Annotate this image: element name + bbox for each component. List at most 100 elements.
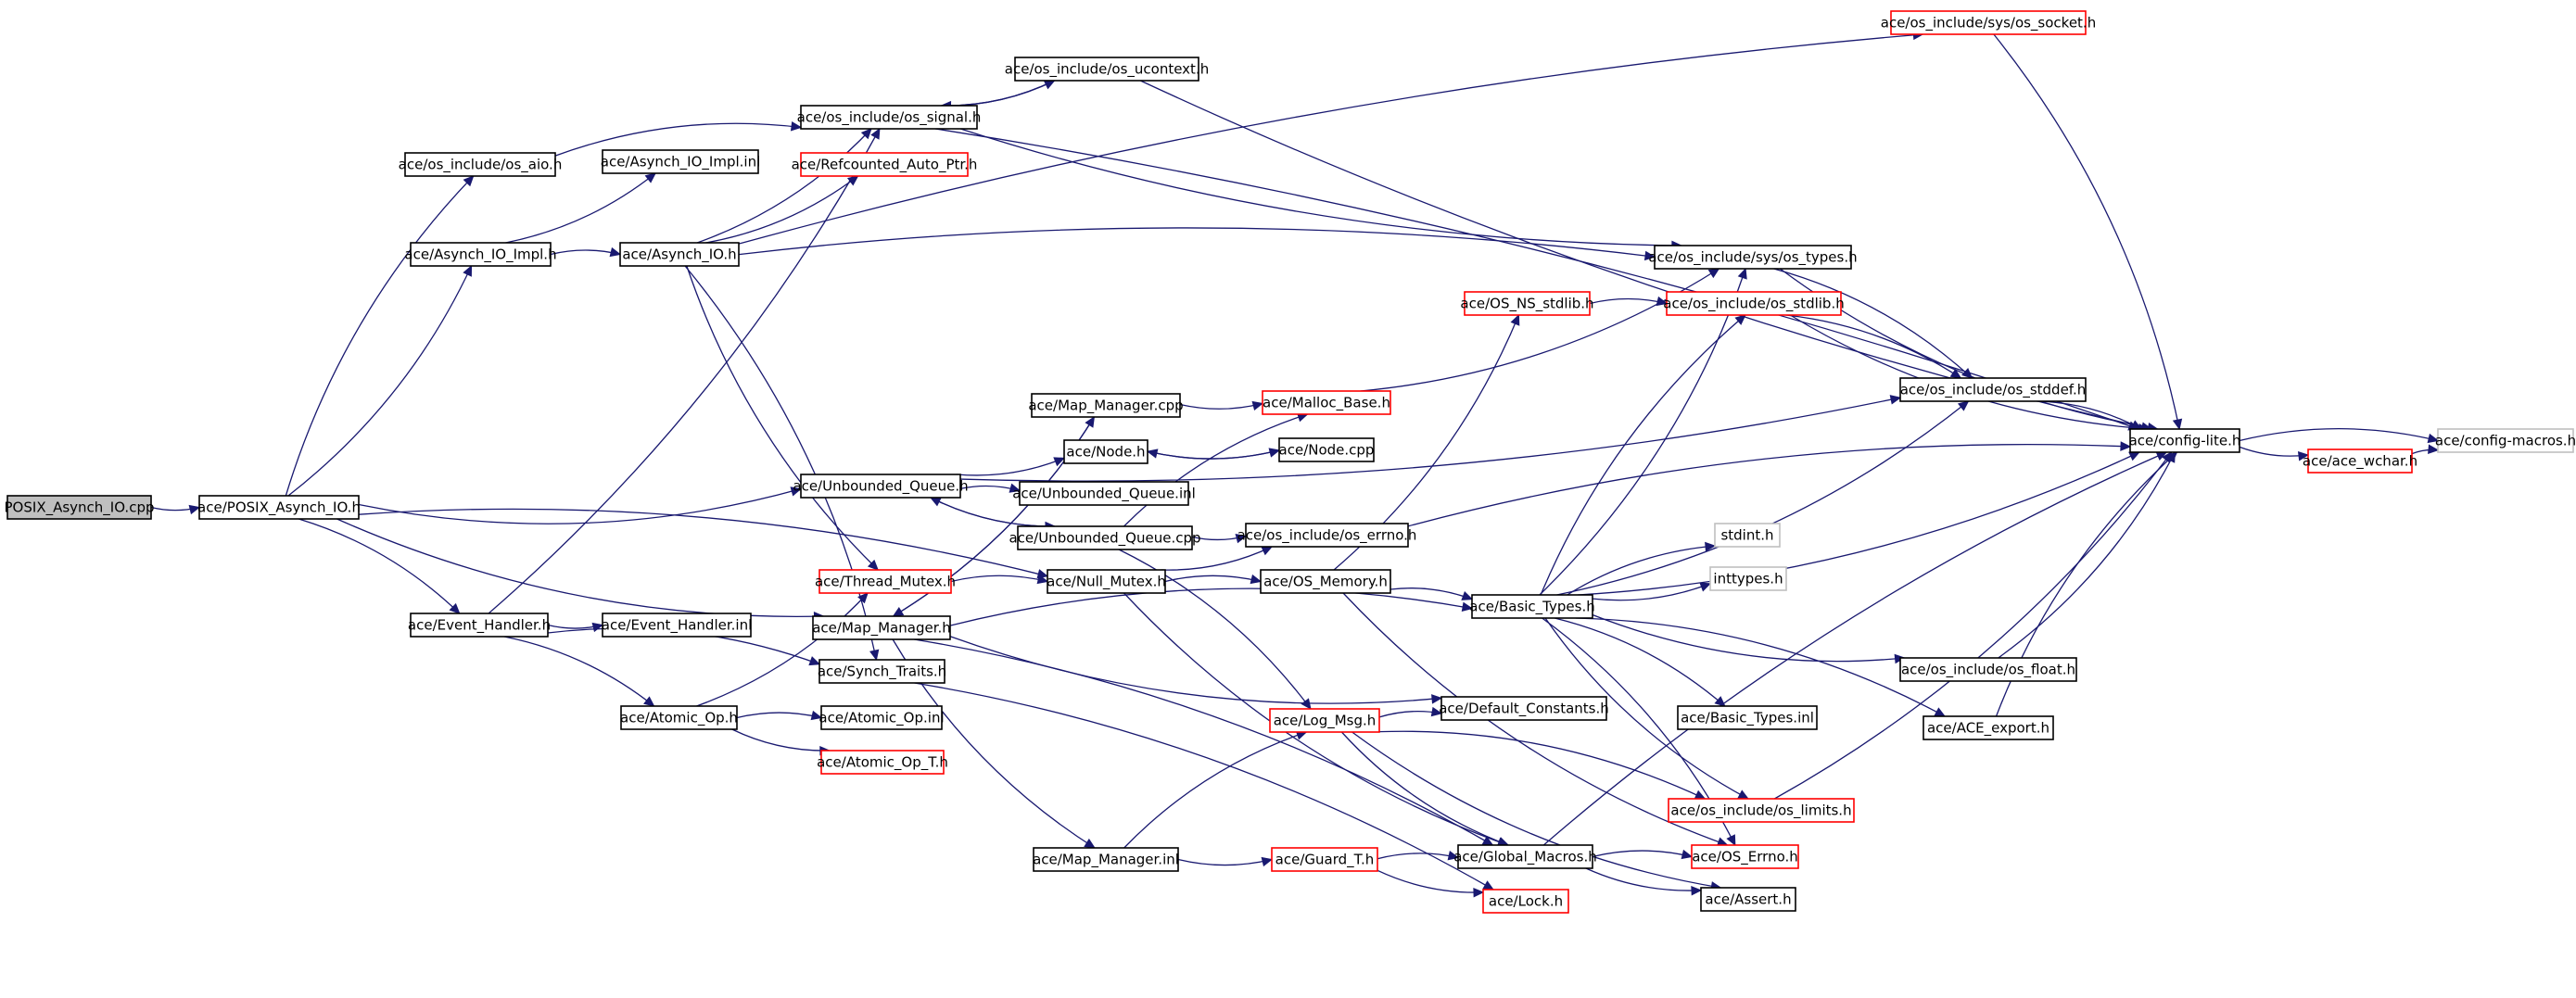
- node-box[interactable]: [1245, 523, 1409, 548]
- node-ace-export[interactable]: ace/ACE_export.h: [1922, 715, 2054, 740]
- node-box[interactable]: [820, 705, 943, 730]
- node-box[interactable]: [2129, 428, 2240, 453]
- node-box[interactable]: [1691, 844, 1799, 869]
- node-box[interactable]: [1047, 569, 1166, 594]
- node-map-manager-cpp[interactable]: ace/Map_Manager.cpp: [1028, 393, 1184, 418]
- node-refcounted[interactable]: ace/Refcounted_Auto_Ptr.h: [792, 152, 978, 177]
- node-box[interactable]: [1019, 481, 1189, 506]
- node-os-types[interactable]: ace/os_include/sys/os_types.h: [1648, 245, 1858, 270]
- node-os-errno[interactable]: ace/os_include/os_errno.h: [1237, 523, 1417, 548]
- node-box[interactable]: [410, 242, 552, 267]
- node-root[interactable]: POSIX_Asynch_IO.cpp: [5, 495, 155, 520]
- node-box[interactable]: [1677, 705, 1818, 730]
- node-os-limits[interactable]: ace/os_include/os_limits.h: [1668, 798, 1855, 823]
- node-box[interactable]: [820, 750, 945, 775]
- node-box[interactable]: [2437, 428, 2574, 453]
- node-os-ucontext[interactable]: ace/os_include/os_ucontext.h: [1005, 57, 1209, 82]
- node-box[interactable]: [1922, 715, 2054, 740]
- node-default-constants[interactable]: ace/Default_Constants.h: [1439, 696, 1609, 721]
- node-box[interactable]: [1666, 291, 1842, 316]
- node-os-signal[interactable]: ace/os_include/os_signal.h: [797, 105, 982, 130]
- node-ace-wchar[interactable]: ace/ace_wchar.h: [2303, 448, 2417, 474]
- node-box[interactable]: [2307, 448, 2413, 474]
- node-null-mutex[interactable]: ace/Null_Mutex.h: [1047, 569, 1166, 594]
- node-unbounded-queue-h[interactable]: ace/Unbounded_Queue.h: [793, 474, 969, 499]
- node-stdint[interactable]: stdint.h: [1714, 523, 1781, 548]
- node-box[interactable]: [1457, 844, 1593, 869]
- node-os-stddef[interactable]: ace/os_include/os_stddef.h: [1899, 377, 2087, 402]
- node-box[interactable]: [1260, 569, 1391, 594]
- node-basic-types-inl[interactable]: ace/Basic_Types.inl: [1677, 705, 1818, 730]
- node-box[interactable]: [1063, 439, 1148, 464]
- node-box[interactable]: [602, 149, 759, 174]
- node-box[interactable]: [800, 152, 969, 177]
- node-box[interactable]: [1654, 245, 1852, 270]
- node-box[interactable]: [800, 474, 961, 499]
- node-event-handler-inl[interactable]: ace/Event_Handler.inl: [602, 613, 753, 638]
- node-map-manager-inl[interactable]: ace/Map_Manager.inl: [1033, 847, 1179, 872]
- node-box[interactable]: [1899, 377, 2087, 402]
- node-basic-types-h[interactable]: ace/Basic_Types.h: [1469, 594, 1595, 619]
- node-node-cpp[interactable]: ace/Node.cpp: [1278, 437, 1375, 462]
- node-os-ns-stdlib[interactable]: ace/OS_NS_stdlib.h: [1460, 291, 1594, 316]
- node-box[interactable]: [812, 615, 951, 640]
- node-box[interactable]: [619, 242, 740, 267]
- node-box[interactable]: [6, 495, 152, 520]
- node-unbounded-queue-cpp[interactable]: ace/Unbounded_Queue.cpp: [1009, 525, 1201, 550]
- node-box[interactable]: [800, 105, 978, 130]
- node-malloc-base[interactable]: ace/Malloc_Base.h: [1262, 390, 1391, 415]
- node-box[interactable]: [1890, 10, 2087, 35]
- node-global-macros[interactable]: ace/Global_Macros.h: [1453, 844, 1597, 869]
- node-box[interactable]: [410, 613, 549, 638]
- node-box[interactable]: [404, 152, 556, 177]
- node-os-memory[interactable]: ace/OS_Memory.h: [1260, 569, 1391, 594]
- node-thread-mutex[interactable]: ace/Thread_Mutex.h: [815, 569, 956, 594]
- node-map-manager-h[interactable]: ace/Map_Manager.h: [812, 615, 951, 640]
- node-guard-t[interactable]: ace/Guard_T.h: [1271, 847, 1378, 872]
- node-box[interactable]: [1269, 708, 1380, 733]
- node-box[interactable]: [1031, 393, 1181, 418]
- node-unbounded-queue-inl[interactable]: ace/Unbounded_Queue.inl: [1012, 481, 1196, 506]
- node-asynch-io-h[interactable]: ace/Asynch_IO.h: [619, 242, 740, 267]
- node-box[interactable]: [818, 659, 945, 684]
- node-box[interactable]: [1464, 291, 1591, 316]
- node-os-aio[interactable]: ace/os_include/os_aio.h: [399, 152, 563, 177]
- node-os-float[interactable]: ace/os_include/os_float.h: [1899, 657, 2077, 682]
- node-synch-traits[interactable]: ace/Synch_Traits.h: [818, 659, 946, 684]
- node-atomic-op-h[interactable]: ace/Atomic_Op.h: [620, 705, 738, 730]
- node-config-lite[interactable]: ace/config-lite.h: [2129, 428, 2241, 453]
- node-log-msg[interactable]: ace/Log_Msg.h: [1269, 708, 1380, 733]
- node-os-stdlib[interactable]: ace/os_include/os_stdlib.h: [1663, 291, 1845, 316]
- node-box[interactable]: [1033, 847, 1179, 872]
- node-box[interactable]: [818, 569, 952, 594]
- node-box[interactable]: [1440, 696, 1607, 721]
- node-box[interactable]: [1709, 566, 1787, 591]
- node-os-errno-h[interactable]: ace/OS_Errno.h: [1691, 844, 1799, 869]
- node-box[interactable]: [1017, 525, 1193, 550]
- node-event-handler-h[interactable]: ace/Event_Handler.h: [408, 613, 551, 638]
- node-asynch-io-impl-inl[interactable]: ace/Asynch_IO_Impl.inl: [601, 149, 761, 174]
- node-box[interactable]: [620, 705, 738, 730]
- node-box[interactable]: [1014, 57, 1199, 82]
- node-posix-asynch-io-h[interactable]: ace/POSIX_Asynch_IO.h: [197, 495, 361, 520]
- node-box[interactable]: [1482, 889, 1569, 914]
- node-box[interactable]: [1700, 887, 1796, 912]
- node-atomic-op-t[interactable]: ace/Atomic_Op_T.h: [817, 750, 948, 775]
- node-box[interactable]: [1471, 594, 1593, 619]
- node-box[interactable]: [1714, 523, 1781, 548]
- node-box[interactable]: [1899, 657, 2077, 682]
- node-box[interactable]: [602, 613, 752, 638]
- node-box[interactable]: [1278, 437, 1375, 462]
- node-inttypes[interactable]: inttypes.h: [1709, 566, 1787, 591]
- node-os-socket[interactable]: ace/os_include/sys/os_socket.h: [1881, 10, 2096, 35]
- node-node-h[interactable]: ace/Node.h: [1063, 439, 1148, 464]
- node-box[interactable]: [1271, 847, 1378, 872]
- node-box[interactable]: [1668, 798, 1855, 823]
- node-assert-h[interactable]: ace/Assert.h: [1700, 887, 1796, 912]
- node-box[interactable]: [198, 495, 360, 520]
- node-asynch-io-impl-h[interactable]: ace/Asynch_IO_Impl.h: [404, 242, 557, 267]
- node-config-macros[interactable]: ace/config-macros.h: [2435, 428, 2576, 453]
- node-box[interactable]: [1262, 390, 1391, 415]
- node-atomic-op-inl[interactable]: ace/Atomic_Op.inl: [818, 705, 945, 730]
- node-lock-h[interactable]: ace/Lock.h: [1482, 889, 1569, 914]
